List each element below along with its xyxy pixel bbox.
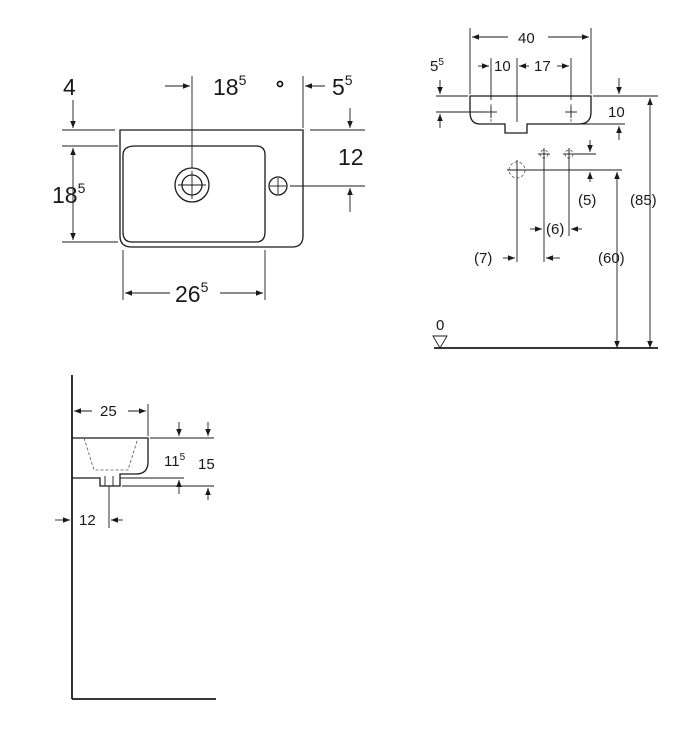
dim-overflow-x: 55 <box>332 72 353 100</box>
dim-overall-height: 15 <box>198 456 215 473</box>
bowl-outline-top <box>122 145 266 243</box>
dim-bowl-height: 115 <box>164 452 186 470</box>
dim-top-border: 4 <box>63 74 76 100</box>
dim-supply-drop: (5) <box>578 192 596 209</box>
basin-outline-side <box>72 437 149 487</box>
front-view: 40 10 17 55 10 (85) (60) (5) <box>430 28 658 349</box>
dim-overflow-y: 12 <box>338 144 364 170</box>
dim-center-offset: 10 <box>494 58 511 75</box>
dim-overall-width: 40 <box>518 30 535 47</box>
basin-outline-front <box>469 95 592 134</box>
dim-supply-spacing: (6) <box>546 221 564 238</box>
side-view: 25 115 15 12 <box>55 375 216 700</box>
dim-rim-height: 10 <box>608 104 625 121</box>
dim-supply-height: (60) <box>598 250 625 267</box>
dim-total-height: (85) <box>630 192 657 209</box>
top-view: 4 185 185 55 12 265 <box>52 72 365 307</box>
basin-outline-top <box>119 129 304 248</box>
dim-drain-offset-side: 12 <box>79 512 96 529</box>
dim-tap-hole-x: 185 <box>213 72 247 100</box>
dim-bowl-width: 265 <box>175 279 209 307</box>
dim-tap-spacing: 17 <box>534 58 551 75</box>
overflow-hole <box>268 176 288 196</box>
floor-label: 0 <box>436 317 444 334</box>
dim-drain-offset: (7) <box>474 250 492 267</box>
dim-bowl-depth: 185 <box>52 180 86 208</box>
dim-edge-offset: 55 <box>430 57 444 75</box>
dim-projection: 25 <box>100 403 117 420</box>
